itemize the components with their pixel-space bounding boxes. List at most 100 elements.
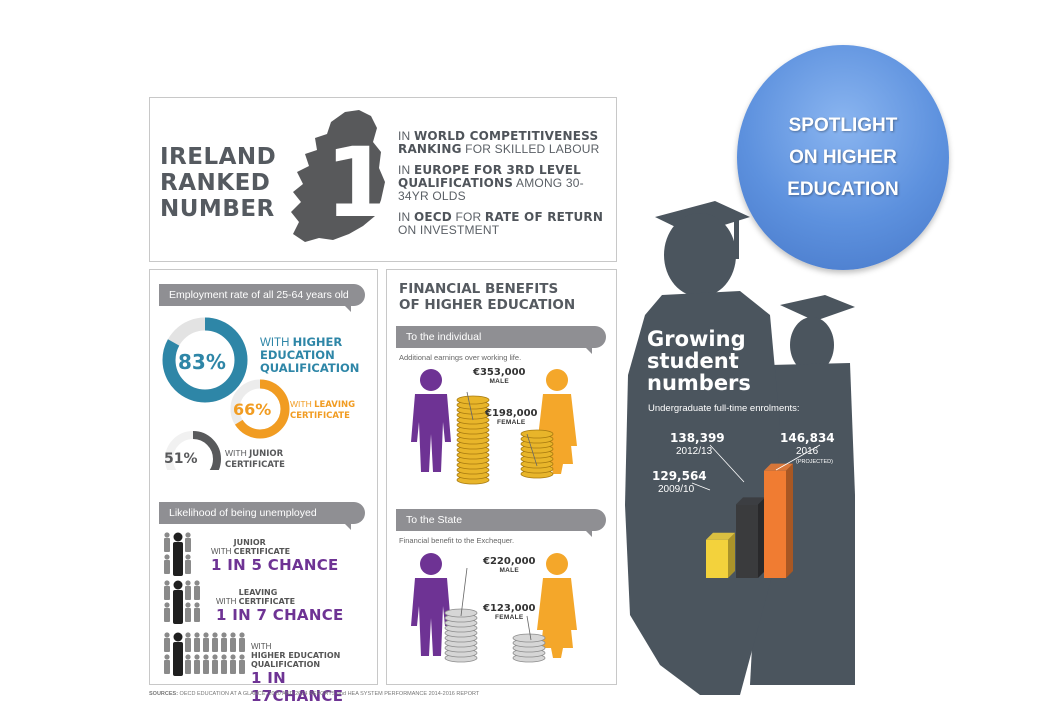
graduate-silhouettes [625, 201, 855, 695]
individual-female-amount: €198,000 FEMALE [485, 408, 538, 426]
graduate-front-icon [625, 201, 780, 695]
person-icon [185, 580, 191, 600]
male-leader-line [460, 567, 468, 617]
person-icon [203, 654, 209, 674]
spotlight-badge: SPOTLIGHT ON HIGHER EDUCATION [737, 45, 949, 270]
label-junior: WITH JUNIOR CERTIFICATE [225, 448, 285, 470]
female-leader-line [526, 615, 532, 641]
person-icon [185, 654, 191, 674]
person-icon [203, 632, 209, 652]
label-higher: WITH HIGHER EDUCATION QUALIFICATION [260, 335, 360, 375]
person-icon [164, 602, 170, 622]
ring-junior [165, 431, 221, 470]
person-highlight-icon [173, 580, 183, 624]
pct-junior: 51% [164, 451, 198, 467]
male-leader-line [466, 391, 474, 421]
growing-title: Growing student numbers [647, 327, 751, 395]
pct-higher: 83% [178, 350, 226, 374]
ranking-panel: IRELAND RANKED NUMBER 1 IN WORLD COMPETI… [149, 97, 617, 262]
people-row-junior [163, 532, 203, 576]
person-icon [194, 654, 200, 674]
bar-value-label: 138,399 [670, 431, 725, 445]
individual-note: Additional earnings over working life. [399, 353, 522, 362]
bar-2 [764, 463, 793, 578]
growing-subtitle: Undergraduate full-time enrolments: [648, 403, 800, 414]
female-leader-line [526, 433, 538, 467]
person-highlight-icon [173, 532, 183, 576]
bar-value-label: 129,564 [652, 469, 707, 483]
people-row-leaving [163, 580, 213, 624]
person-icon [194, 580, 200, 600]
bar-annotation: (PROJECTED) [796, 459, 833, 465]
person-icon [185, 632, 191, 652]
state-female-amount: €123,000 FEMALE [483, 603, 536, 621]
individual-figures [411, 369, 577, 485]
bar-leader-line [691, 482, 711, 491]
employment-panel: Employment rate of all 25-64 years old 8… [149, 269, 378, 705]
ranking-items: IN WORLD COMPETITIVENESS RANKING FOR SKI… [398, 130, 613, 237]
person-highlight-icon [173, 632, 183, 676]
individual-male-amount: €353,000 MALE [473, 367, 526, 385]
coin-icon [520, 429, 554, 439]
individual-header: To the individual [396, 326, 606, 354]
financial-panel: FINANCIAL BENEFITS OF HIGHER EDUCATION T… [386, 269, 617, 685]
person-icon [185, 602, 191, 622]
male-silver-coin-stack-icon [444, 608, 478, 663]
person-icon [221, 654, 227, 674]
financial-title: FINANCIAL BENEFITS OF HIGHER EDUCATION [399, 281, 576, 313]
ranking-number: 1 [325, 127, 392, 239]
unemployment-header: Likelihood of being unemployed [159, 502, 365, 530]
ireland-map-icon: 1 [291, 110, 392, 242]
label-leaving: WITH LEAVING CERTIFICATE [290, 399, 356, 421]
bar-leader-line [775, 444, 821, 471]
ranking-title: IRELAND RANKED NUMBER [160, 144, 277, 222]
sources-note: SOURCES: OECD EDUCATION AT A GLANCE, 201… [149, 691, 480, 697]
person-icon [239, 654, 245, 674]
state-note: Financial benefit to the Exchequer. [399, 536, 515, 545]
person-icon [164, 554, 170, 574]
bar-category-label: 2012/13 [676, 446, 713, 457]
male-figure-icon [411, 369, 451, 472]
employment-header: Employment rate of all 25-64 years old [159, 284, 365, 312]
pct-leaving: 66% [233, 400, 272, 419]
bar-leader-line [709, 444, 745, 483]
bar-value-label: 146,834 [780, 431, 835, 445]
female-coin-stack-icon [520, 429, 554, 479]
person-icon [164, 580, 170, 600]
male-figure-icon [411, 553, 451, 656]
state-header: To the State [396, 509, 606, 537]
person-icon [221, 632, 227, 652]
bar-category-label: 2009/10 [658, 484, 695, 495]
unemp-leaving: WITH LEAVING CERTIFICATE 1 IN 7 CHANCE [216, 588, 344, 624]
person-icon [164, 654, 170, 674]
bar-0 [706, 532, 735, 578]
person-icon [185, 554, 191, 574]
bar-1 [736, 497, 765, 578]
female-silver-coin-stack-icon [512, 633, 546, 663]
person-icon [212, 632, 218, 652]
ranking-item: IN WORLD COMPETITIVENESS RANKING FOR SKI… [398, 129, 600, 156]
bar-category-label: 2016 [796, 446, 819, 457]
employment-rings [162, 317, 290, 470]
female-figure-icon [537, 553, 577, 658]
person-icon [164, 632, 170, 652]
person-icon [194, 602, 200, 622]
ring-higher [162, 317, 248, 403]
unemp-junior: WITH JUNIOR CERTIFICATE 1 IN 5 CHANCE [211, 538, 339, 574]
ranking-item: IN EUROPE FOR 3RD LEVEL QUALIFICATIONS A… [398, 163, 584, 203]
person-icon [239, 632, 245, 652]
person-icon [230, 632, 236, 652]
ring-leaving [230, 379, 290, 439]
coin-icon [456, 395, 490, 405]
unemp-higher: WITH HIGHER EDUCATION QUALIFICATION 1 IN… [251, 642, 344, 705]
person-icon [164, 532, 170, 552]
state-male-amount: €220,000 MALE [483, 556, 536, 574]
person-icon [230, 654, 236, 674]
ranking-item: IN OECD FOR RATE OF RETURN ON INVESTMENT [398, 210, 604, 237]
people-row-higher [163, 632, 248, 676]
person-icon [185, 532, 191, 552]
state-figures [411, 553, 577, 663]
person-icon [212, 654, 218, 674]
male-coin-stack-icon [456, 395, 490, 485]
